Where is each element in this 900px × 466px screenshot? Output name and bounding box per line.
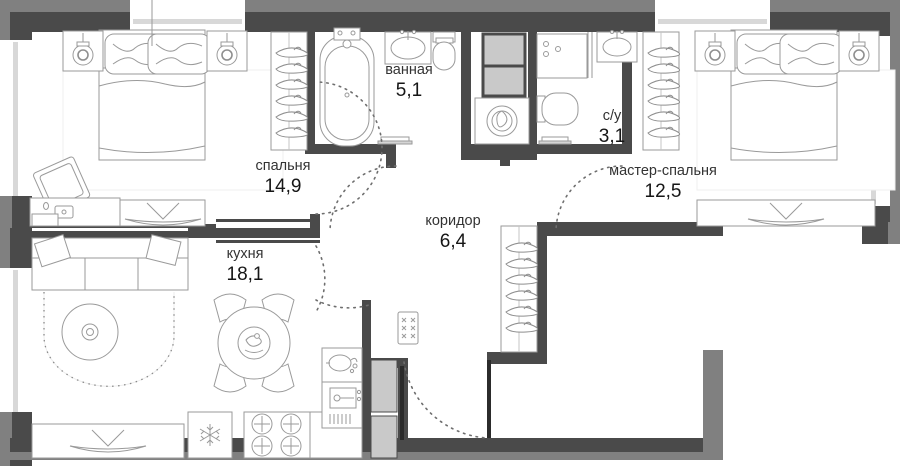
laundry-fixtures (474, 30, 638, 233)
kitchen-furniture (31, 228, 398, 459)
corridor-furniture (216, 81, 539, 439)
interior-walls (22, 32, 723, 446)
sill-bedroom (31, 213, 59, 227)
master-bedroom-furniture (642, 29, 896, 227)
bedroom-furniture (29, 0, 309, 227)
bathroom-fixtures (319, 27, 456, 233)
